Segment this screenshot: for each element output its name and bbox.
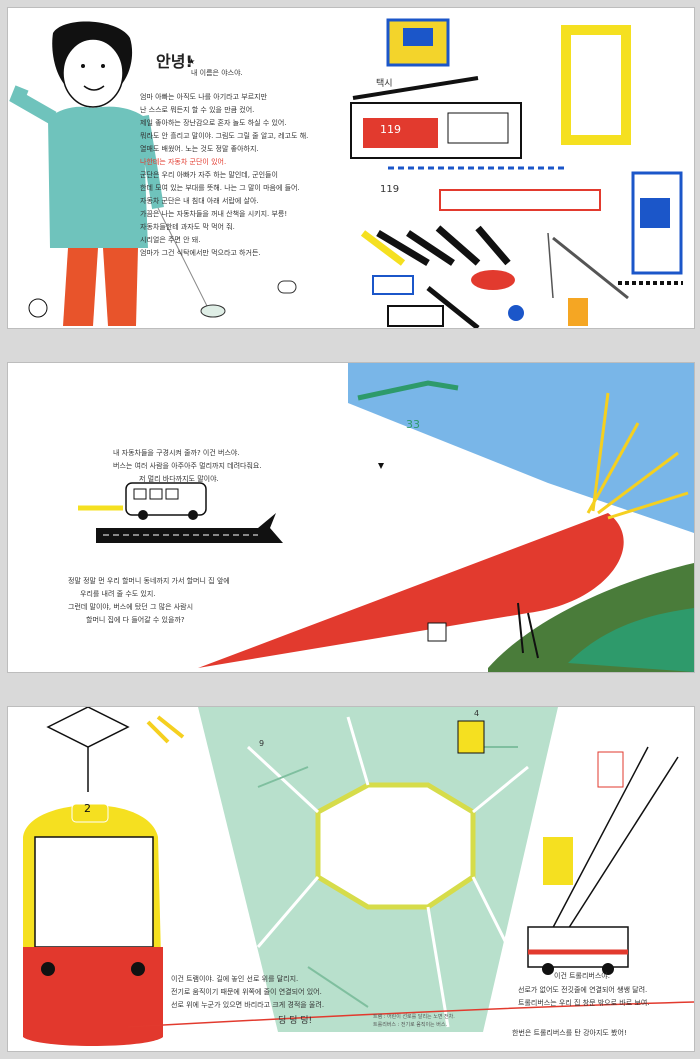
- text-line: 엄마가 그건 식탁에서만 먹으라고 하거든.: [140, 249, 261, 257]
- text-line: 한데 모여 있는 부대를 뜻해. 나는 그 말이 마음에 들어.: [140, 184, 300, 192]
- greeting-title: 안녕!: [156, 52, 193, 71]
- trolleybus-text-3: 한번은 트롤리버스를 탄 강아지도 봤어!: [512, 1027, 627, 1040]
- tram-number: 2: [84, 802, 91, 815]
- text-line: 엄마 아빠는 아직도 나를 아기라고 부르지만: [140, 93, 268, 101]
- giant-carrot: [198, 363, 694, 672]
- text-line: 트롤리버스는 우리 집 창문 밖으로 바로 보여.: [518, 999, 650, 1007]
- intro-text: 엄마 아빠는 아직도 나를 아기라고 부르지만 난 스스로 뭐든지 할 수 있을…: [140, 91, 308, 260]
- text-line: 할머니 집에 다 들어갈 수 있을까?: [86, 616, 185, 624]
- text-line: 한번은 트롤리버스를 탄 강아지도 봤어!: [512, 1029, 627, 1037]
- text-line: 군단은 우리 아빠가 자주 하는 말인데, 군인들이: [140, 171, 278, 179]
- bus-illustration: [78, 482, 283, 543]
- text-line: 그런데 말이야, 버스에 탔던 그 많은 사람시: [68, 603, 194, 611]
- text-line: 시리얼은 주면 안 돼.: [140, 236, 201, 244]
- tram-illustration: [23, 707, 185, 1046]
- text-line: 열매도 배웠어. 노는 것도 정말 좋아하지.: [140, 145, 259, 153]
- text-line: 가끔은 나는 자동차들을 꺼내 산책을 시키지. 부릉!: [140, 210, 288, 218]
- footnote: 트램 : 어린이 선로를 달리는 노면 전차.: [373, 1014, 455, 1020]
- trolleybus-text-2: 선로가 없어도 전깃줄에 연결되어 쌩쌩 달려. 트롤리버스는 우리 집 창문 …: [518, 984, 650, 1010]
- spread-3-illustration: [23, 707, 694, 1046]
- map-number-4: 4: [474, 709, 480, 718]
- text-line: 버스는 여러 사람을 아주아주 멀리까지 데려다줘요.: [113, 462, 262, 470]
- footnotes: 트램 : 어린이 선로를 달리는 노면 전차. 트롤리버스 : 전기로 움직이는…: [373, 1013, 455, 1029]
- text-line: 자동차 군단은 내 침대 아래 서랍에 살아.: [140, 197, 259, 205]
- sky-number: 33: [406, 418, 420, 431]
- text-line: 제일 좋아하는 장난감으로 혼자 놀도 하실 수 있어.: [140, 119, 287, 127]
- spread-2-illustration: [78, 363, 694, 672]
- text-line: 선로 위에 누군가 있으면 바리라고 크게 경적을 울려.: [171, 1001, 325, 1009]
- text-line: 전기로 움직이기 때문에 위쪽에 줄이 연결되어 있어.: [171, 988, 322, 996]
- page-spread-3: 4 9 2 이건 트램이야. 길에 놓인 선로 위를 달리지. 전기로 움직이기…: [7, 706, 695, 1052]
- text-line: 정말 정말 먼 우리 할머니 동네까지 가서 할머니 집 앞에: [68, 577, 230, 585]
- bus-text: 내 자동차들을 구경시켜 줄까? 이건 버스야. 버스는 여러 사람을 아주아주…: [113, 447, 262, 486]
- name-line: 내 이름은 야스야.: [191, 69, 243, 77]
- fire-number-label: 119: [380, 184, 400, 195]
- tram-sound: 딩 딩 딩!: [278, 1016, 313, 1026]
- trolleybus-illustration: [527, 746, 679, 975]
- text-line: 내 자동차들을 구경시켜 줄까? 이건 버스야.: [113, 449, 240, 457]
- taxi-label: 택시: [376, 79, 393, 89]
- text-line: 저 멀리 바다까지도 말이야.: [139, 475, 219, 483]
- page-spread-1: ★ 안녕! 내 이름은 야스야.: [7, 7, 695, 329]
- map-number-9: 9: [259, 739, 265, 748]
- route-map: [198, 707, 558, 1032]
- page-spread-2: 내 자동차들을 구경시켜 줄까? 이건 버스야. 버스는 여러 사람을 아주아주…: [7, 362, 695, 673]
- vehicles-collage: [350, 18, 683, 328]
- footnote: 트롤리버스 : 전기로 움직이는 버스.: [373, 1022, 448, 1028]
- svg-text:★: ★: [188, 57, 195, 66]
- text-line: 난 스스로 뭐든지 할 수 있을 만큼 컸어.: [140, 106, 255, 114]
- boy-illustration: [9, 21, 297, 326]
- text-line: 이건 트램이야. 길에 놓인 선로 위를 달리지.: [171, 975, 299, 983]
- text-line: 이건 트롤리버스야.: [554, 972, 610, 980]
- tram-text: 이건 트램이야. 길에 놓인 선로 위를 달리지. 전기로 움직이기 때문에 위…: [171, 973, 324, 1012]
- text-line: 우리를 내려 줄 수도 있지.: [80, 590, 156, 598]
- trip-text: 정말 정말 먼 우리 할머니 동네까지 가서 할머니 집 앞에 우리를 내려 줄…: [68, 575, 230, 627]
- text-line: 뭐라도 안 흘리고 말이야. 그림도 그릴 줄 알고, 레고도 해.: [140, 132, 309, 140]
- fire-truck-number: 119: [380, 123, 401, 136]
- text-line: 자동차들한테 과자도 막 먹어 줘.: [140, 223, 235, 231]
- trolleybus-text: 이건 트롤리버스야.: [554, 970, 610, 983]
- spread-1-illustration: ★: [9, 18, 683, 328]
- text-line: 나한테는 자동차 군단이 있어.: [140, 158, 227, 166]
- text-line: 선로가 없어도 전깃줄에 연결되어 쌩쌩 달려.: [518, 986, 648, 994]
